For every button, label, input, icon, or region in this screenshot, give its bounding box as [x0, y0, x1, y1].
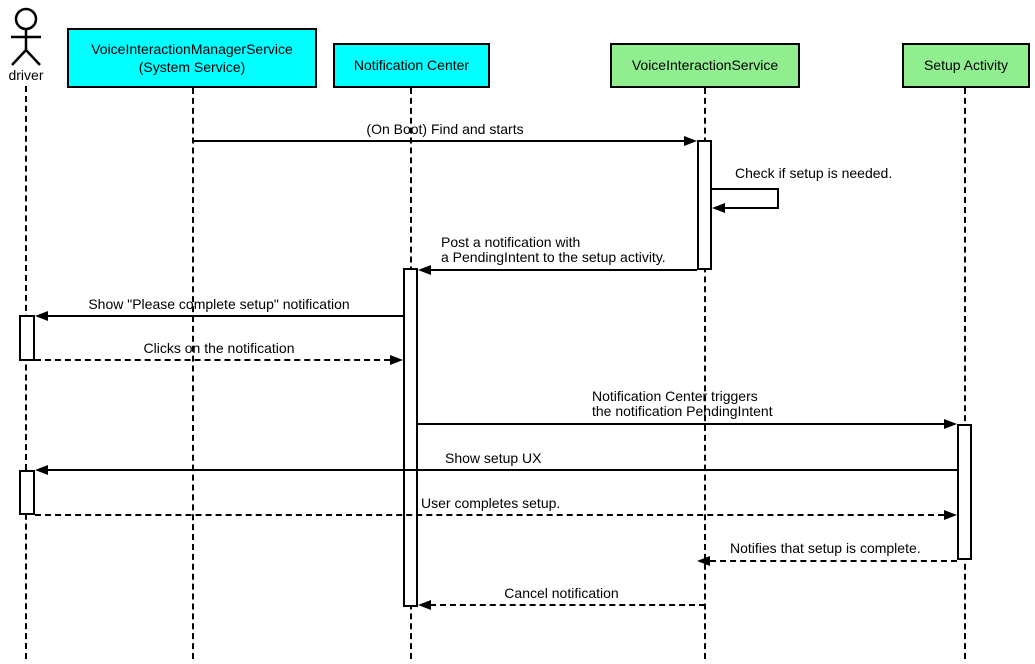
activation-driver-1 — [19, 315, 35, 361]
message-line — [777, 188, 779, 209]
activation-driver-2 — [19, 470, 35, 515]
participant-label: VoiceInteractionManagerService — [91, 40, 293, 57]
arrow-head-icon — [697, 556, 710, 566]
message-label: Check if setup is needed. — [735, 165, 893, 181]
arrow-head-icon — [684, 136, 697, 146]
participant-box-vims: VoiceInteractionManagerService (System S… — [67, 28, 317, 88]
lifeline-vis — [704, 88, 706, 659]
message-label: Cancel notification — [504, 585, 619, 601]
message-label: Show "Please complete setup" notificatio… — [88, 296, 350, 312]
message-line — [712, 188, 778, 190]
message-line — [429, 269, 697, 271]
actor-icon — [11, 7, 41, 66]
arrow-head-icon — [944, 419, 957, 429]
participant-label: Notification Center — [353, 57, 470, 74]
message-line — [725, 207, 779, 209]
message-label: Show setup UX — [445, 450, 542, 466]
message-line — [35, 514, 944, 516]
arrow-head-icon — [35, 465, 48, 475]
message-line — [46, 469, 957, 471]
arrow-head-icon — [712, 203, 725, 213]
message-label: Notification Center triggers the notific… — [592, 388, 773, 419]
arrow-head-icon — [944, 510, 957, 520]
message-label: (On Boot) Find and starts — [366, 121, 524, 137]
actor-label: driver — [8, 67, 44, 83]
message-label: Post a notification with a PendingIntent… — [441, 234, 666, 265]
activation-setup-activity — [957, 424, 972, 560]
arrow-head-icon — [35, 311, 48, 321]
message-label: Clicks on the notification — [143, 340, 295, 356]
lifeline-setup-activity — [964, 88, 966, 659]
message-line — [35, 359, 390, 361]
arrow-head-icon — [390, 355, 403, 365]
arrow-head-icon — [418, 265, 431, 275]
message-line — [46, 315, 403, 317]
message-line — [430, 604, 705, 606]
message-line — [418, 423, 944, 425]
participant-box-vis: VoiceInteractionService — [610, 43, 800, 88]
message-label: User completes setup. — [421, 495, 561, 511]
participant-label: Setup Activity — [923, 57, 1009, 74]
message-line — [710, 560, 957, 562]
lifeline-vims — [192, 88, 194, 659]
message-label: Notifies that setup is complete. — [730, 540, 921, 556]
participant-box-setup-activity: Setup Activity — [902, 43, 1030, 88]
activation-vis — [697, 140, 712, 270]
message-line — [193, 140, 685, 142]
activation-notification-center — [403, 268, 418, 607]
arrow-head-icon — [418, 600, 431, 610]
participant-label: VoiceInteractionService — [631, 57, 779, 74]
participant-box-notification-center: Notification Center — [333, 43, 490, 88]
lifeline-driver — [25, 86, 27, 659]
participant-label: (System Service) — [138, 59, 246, 75]
